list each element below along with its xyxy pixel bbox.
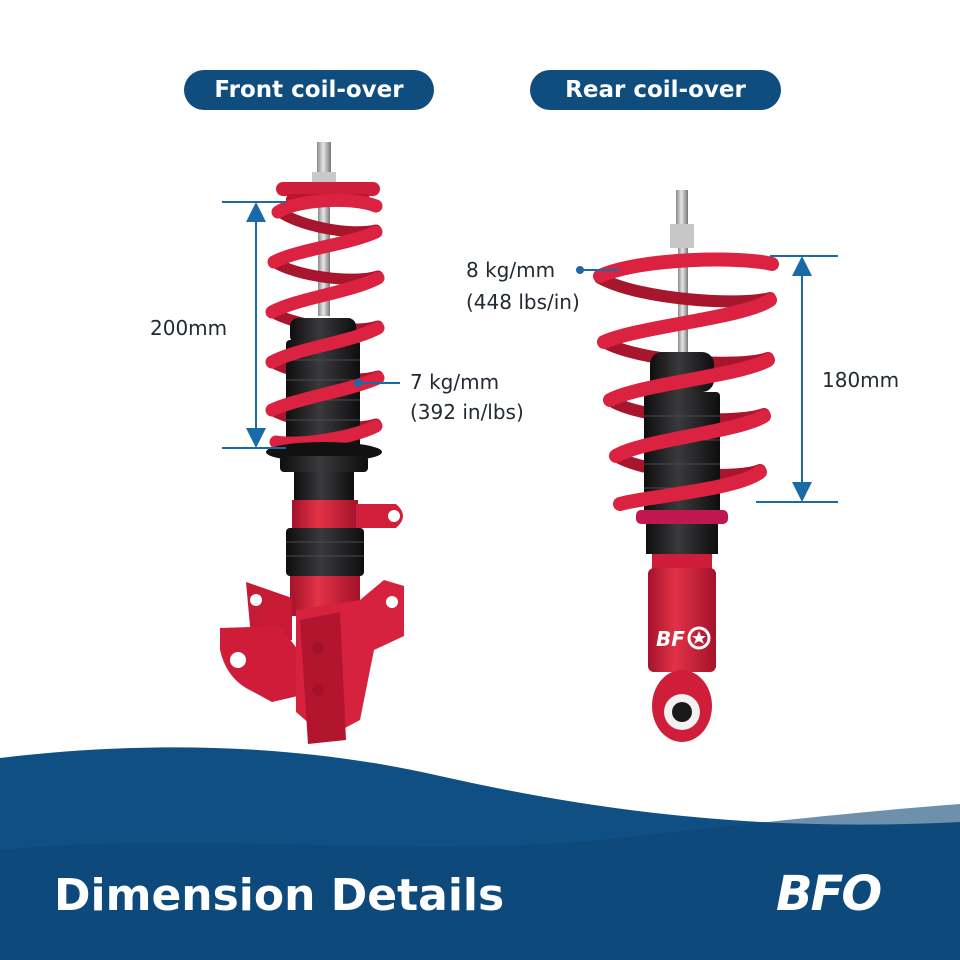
footer-title: Dimension Details: [54, 870, 505, 921]
svg-text:BFO: BFO: [776, 866, 881, 920]
rear-spring-rate-imperial-label: (448 lbs/in): [466, 290, 580, 314]
bfo-brand-logo: BFO: [776, 862, 918, 922]
front-coilover-title: Front coil-over: [184, 70, 434, 110]
footer-banner: [0, 747, 960, 960]
svg-text:BF: BF: [656, 627, 685, 651]
front-spring-rate-label: 7 kg/mm: [410, 370, 500, 394]
front-spring-rate-imperial-label: (392 in/lbs): [410, 400, 524, 424]
rear-spring-length-label: 180mm: [822, 368, 900, 392]
body-bfo-logo: BF: [656, 626, 711, 651]
rear-spring-rate-label: 8 kg/mm: [466, 258, 556, 282]
rear-coilover-title: Rear coil-over: [530, 70, 781, 110]
front-spring-length-label: 200mm: [150, 316, 228, 340]
